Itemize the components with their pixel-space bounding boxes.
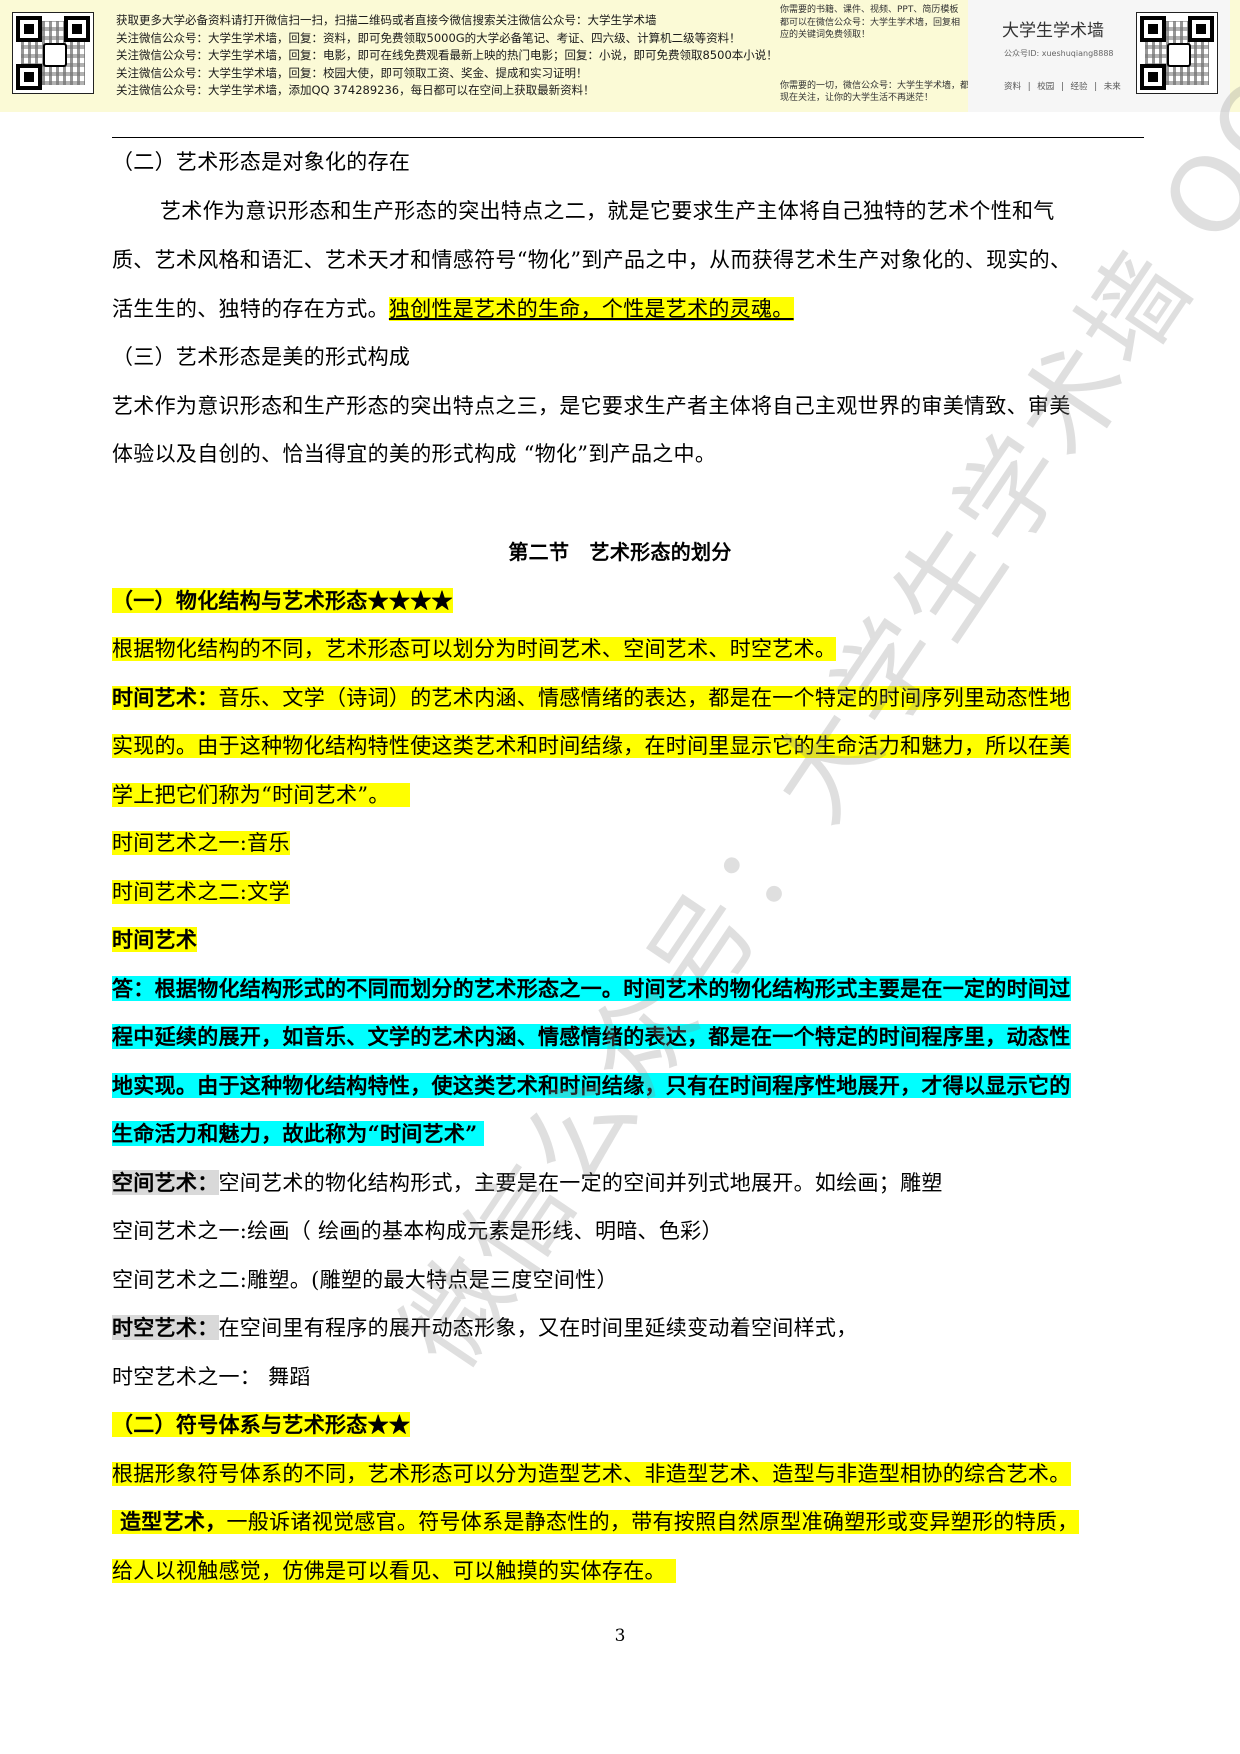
highlighted-text: 实现的。由于这种物化结构特性使这类艺术和时间结缘，在时间里显示它的生命活力和魅力… (112, 734, 1071, 758)
list-item: 时间艺术之二:文学 (112, 877, 290, 907)
paragraph-line: 根据物化结构的不同，艺术形态可以划分为时间艺术、空间艺术、时空艺术。 (112, 634, 837, 664)
answer-line: 地实现。由于这种物化结构特性，使这类艺术和时间结缘，只有在时间程序性地展开，才得… (112, 1071, 1071, 1101)
cyan-highlighted-text: 程中延续的展开，如音乐、文学的艺术内涵、情感情绪的表达，都是在一个特定的时间程序… (112, 1024, 1071, 1049)
paragraph-line: 给人以视触感觉，仿佛是可以看见、可以触摸的实体存在。 (112, 1556, 676, 1586)
highlighted-heading: （一）物化结构与艺术形态★★★★ (112, 588, 453, 613)
highlighted-text: 给人以视触感觉，仿佛是可以看见、可以触摸的实体存在。 (112, 1559, 676, 1583)
brand-title: 大学生学术墙 (1002, 21, 1104, 41)
paragraph-line: 实现的。由于这种物化结构特性使这类艺术和时间结缘，在时间里显示它的生命活力和魅力… (112, 731, 1071, 761)
list-item: 时空艺术之一： 舞蹈 (112, 1365, 311, 1389)
paragraph-line: 艺术作为意识形态和生产形态的突出特点之二，就是它要求生产主体将自己独特的艺术个性… (160, 199, 1055, 223)
heading-symbol: （二）符号体系与艺术形态★★ (112, 1410, 411, 1440)
answer-line: 程中延续的展开，如音乐、文学的艺术内涵、情感情绪的表达，都是在一个特定的时间程序… (112, 1022, 1071, 1052)
paragraph-line: 空间艺术：空间艺术的物化结构形式，主要是在一定的空间并列式地展开。如绘画；雕塑 (112, 1168, 943, 1198)
highlighted-text: 一般诉诸视觉感官。符号体系是静态性的，带有按照自然原型准确塑形或变异塑形的特质， (226, 1510, 1079, 1534)
graduation-cap-icon (43, 43, 67, 67)
promo-text: 获取更多大学必备资料请打开微信扫一扫，扫描二维码或者直接今微信搜索关注微信公众号… (116, 12, 778, 100)
promo-line: 获取更多大学必备资料请打开微信扫一扫，扫描二维码或者直接今微信搜索关注微信公众号… (116, 13, 657, 27)
header-rule (112, 137, 1144, 138)
list-item: 空间艺术之二:雕塑。(雕塑的最大特点是三度空间性） (112, 1268, 618, 1292)
highlighted-text: 音乐、文学（诗词）的艺术内涵、情感情绪的表达，都是在一个特定的时间序列里动态性地 (218, 686, 1071, 710)
term-label: 时间艺术： (112, 685, 219, 710)
term-heading: 时间艺术 (112, 925, 198, 955)
section-title: 第二节 艺术形态的划分 (508, 540, 732, 564)
page-number: 3 (614, 1626, 626, 1646)
paragraph-line: 时空艺术：在空间里有程序的展开动态形象，又在时间里延续变动着空间样式， (112, 1313, 858, 1343)
subheading: （二）艺术形态是对象化的存在 (112, 150, 411, 174)
paragraph-line: 时间艺术：音乐、文学（诗词）的艺术内涵、情感情绪的表达，都是在一个特定的时间序列… (112, 683, 1071, 713)
paragraph-line: 活生生的、独特的存在方式。独创性是艺术的生命，个性是艺术的灵魂。 (112, 294, 794, 324)
highlighted-text: 根据形象符号体系的不同，艺术形态可以分为造型艺术、非造型艺术、造型与非造型相协的… (112, 1462, 1071, 1486)
side-line: 都可以在微信公众号：大学生学术墙，回复相 (780, 17, 961, 28)
brand-menu: 资料 | 校园 | 经验 | 未来 (1004, 82, 1121, 92)
paragraph-line: 体验以及自创的、恰当得宜的美的形式构成 “物化”到产品之中。 (112, 442, 717, 466)
cyan-highlighted-text: 地实现。由于这种物化结构特性，使这类艺术和时间结缘，只有在时间程序性地展开，才得… (112, 1073, 1071, 1098)
text-span: 活生生的、独特的存在方式。 (112, 297, 389, 321)
term-label: 造型艺术， (120, 1509, 227, 1534)
side-line: 应的关键词免费领取！ (780, 30, 871, 40)
promo-line: 关注微信公众号：大学生学术墙，回复：电影，即可在线免费观看最新上映的热门电影；回… (116, 48, 778, 62)
paragraph-line: 学上把它们称为“时间艺术”。 (112, 780, 410, 810)
paragraph-line: 根据形象符号体系的不同，艺术形态可以分为造型艺术、非造型艺术、造型与非造型相协的… (112, 1459, 1071, 1489)
paragraph-line: 艺术作为意识形态和生产形态的突出特点之三，是它要求生产者主体将自己主观世界的审美… (112, 394, 1071, 418)
text-span: 在空间里有程序的展开动态形象，又在时间里延续变动着空间样式， (218, 1316, 858, 1340)
promo-line: 关注微信公众号：大学生学术墙，回复：校园大使，即可领取工资、奖金、提成和实习证明… (116, 65, 588, 80)
subheading: （三）艺术形态是美的形式构成 (112, 345, 411, 369)
paragraph-line: 造型艺术，一般诉诸视觉感官。符号体系是静态性的，带有按照自然原型准确塑形或变异塑… (112, 1507, 1079, 1537)
qr-code-left (12, 12, 94, 94)
side-line: 现在关注，让你的大学生活不再迷茫！ (780, 93, 934, 103)
promo-line: 关注微信公众号：大学生学术墙，添加QQ 374289236，每日都可以在空间上获… (116, 83, 595, 97)
paragraph-line: 质、艺术风格和语汇、艺术天才和情感符号“物化”到产品之中，从而获得艺术生产对象化… (112, 248, 1072, 272)
heading-structure: （一）物化结构与艺术形态★★★★ (112, 586, 453, 616)
qr-code-right (1136, 12, 1218, 94)
answer-line: 生命活力和魅力，故此称为“时间艺术” (112, 1119, 484, 1149)
highlighted-text: 时间艺术 (112, 927, 198, 952)
list-item: 时间艺术之一:音乐 (112, 828, 290, 858)
header-banner: 获取更多大学必备资料请打开微信扫一扫，扫描二维码或者直接今微信搜索关注微信公众号… (0, 0, 1240, 112)
highlighted-text: 根据物化结构的不同，艺术形态可以划分为时间艺术、空间艺术、时空艺术。 (112, 637, 837, 661)
brand-card: 大学生学术墙 公众号ID: xueshuqiang8888 资料 | 校园 | … (968, 0, 1230, 112)
highlighted-text: 时间艺术之二:文学 (112, 880, 290, 904)
cyan-highlighted-text: 答：根据物化结构形式的不同而划分的艺术形态之一。时间艺术的物化结构形式主要是在一… (112, 976, 1071, 1001)
side-line: 你需要的书籍、课件、视频、PPT、简历模板 (780, 5, 959, 15)
promo-side-text: 你需要的书籍、课件、视频、PPT、简历模板 都可以在微信公众号：大学生学术墙，回… (780, 4, 970, 105)
text-span: 空间艺术的物化结构形式，主要是在一定的空间并列式地展开。如绘画；雕塑 (218, 1171, 943, 1195)
highlighted-text: 时间艺术之一:音乐 (112, 831, 290, 855)
brand-subtitle: 公众号ID: xueshuqiang8888 (1004, 49, 1114, 58)
list-item: 空间艺术之一:绘画（ 绘画的基本构成元素是形线、明暗、色彩） (112, 1219, 723, 1243)
graduation-cap-icon (1167, 43, 1191, 67)
highlighted-heading: （二）符号体系与艺术形态★★ (112, 1412, 411, 1437)
term-label: 空间艺术： (112, 1170, 219, 1195)
side-line: 你需要的一切，微信公众号：大学生学术墙，都有！ (780, 80, 970, 91)
answer-line: 答：根据物化结构形式的不同而划分的艺术形态之一。时间艺术的物化结构形式主要是在一… (112, 974, 1071, 1004)
highlighted-text: 独创性是艺术的生命，个性是艺术的灵魂。 (388, 297, 794, 321)
promo-line: 关注微信公众号：大学生学术墙，回复：资料，即可免费领取5000G的大学必备笔记、… (116, 30, 741, 45)
term-label: 时空艺术： (112, 1315, 219, 1340)
cyan-highlighted-text: 生命活力和魅力，故此称为“时间艺术” (112, 1121, 484, 1146)
highlighted-text: 学上把它们称为“时间艺术”。 (112, 783, 410, 807)
